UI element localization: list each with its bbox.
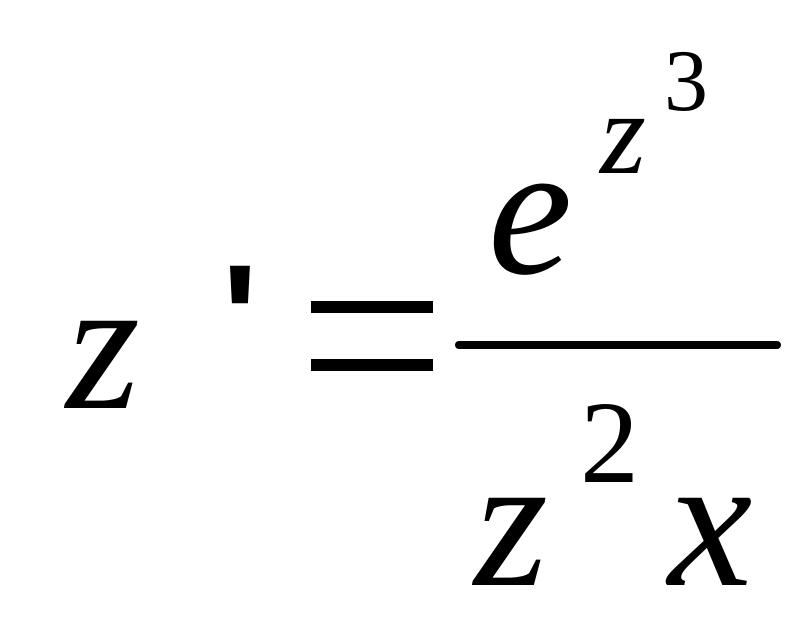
numerator-exponent-power: 3 <box>664 33 708 130</box>
denominator-variable-x: x <box>668 417 753 627</box>
fraction-bar <box>455 341 781 349</box>
numerator-exponent-z: z <box>600 68 646 199</box>
lhs-variable-z: z <box>66 240 140 450</box>
denominator-power: 2 <box>580 377 639 508</box>
equals-bottom-bar <box>311 359 433 371</box>
equals-top-bar <box>311 301 433 313</box>
prime-mark: ' <box>222 233 258 401</box>
numerator-base-e: e <box>488 105 573 315</box>
denominator-variable-z: z <box>474 417 548 627</box>
